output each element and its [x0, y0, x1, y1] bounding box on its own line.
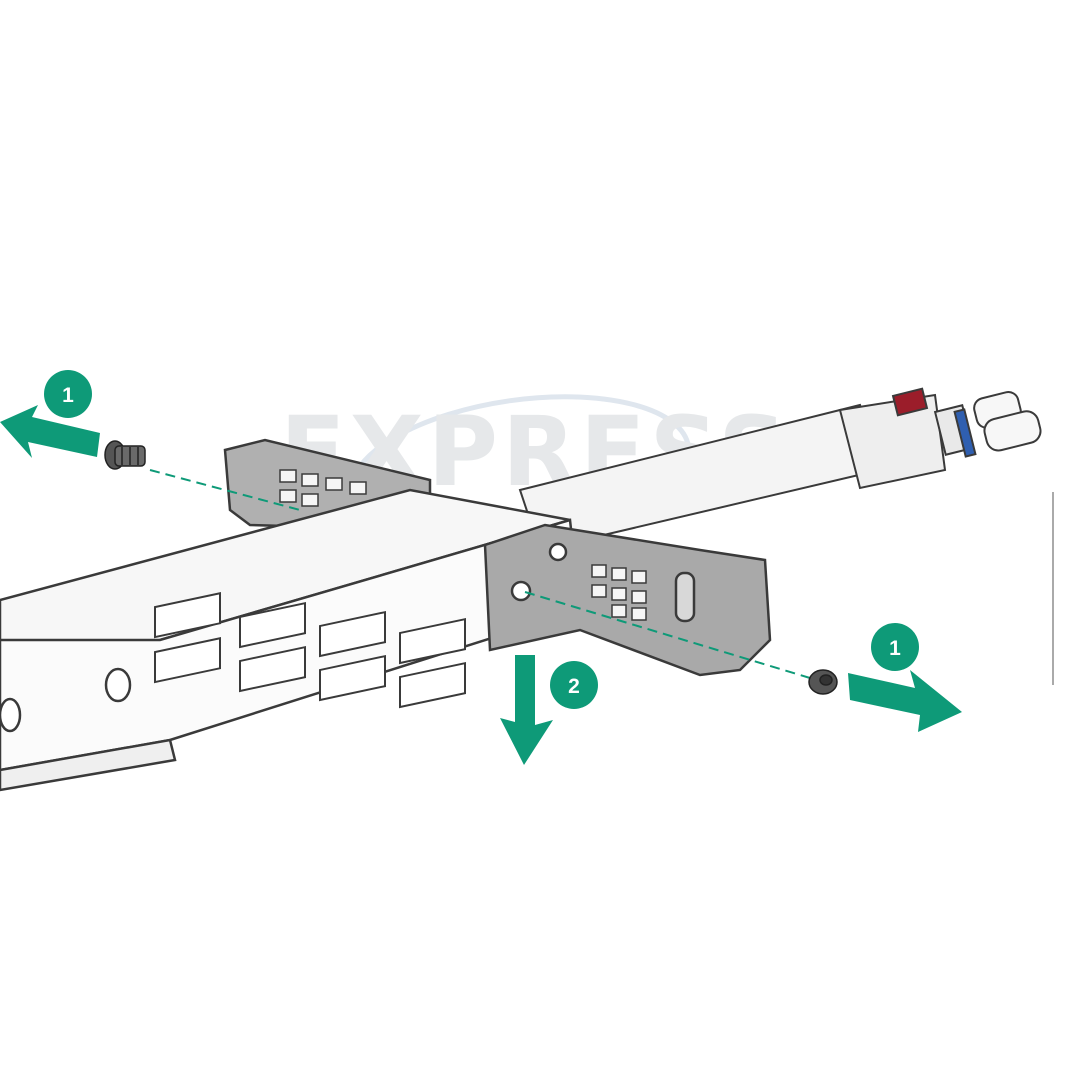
step-badge-down: 2 [550, 661, 598, 709]
front-bracket [483, 523, 772, 677]
arrow-left-icon [0, 405, 100, 458]
screw-paths [149, 469, 811, 679]
arrow-down-icon [500, 655, 553, 765]
step-badge-right: 1 [871, 623, 919, 671]
screw-icon [808, 669, 838, 695]
screw-icon [104, 440, 146, 470]
arrow-right-icon [848, 670, 962, 732]
step-number: 2 [568, 675, 580, 698]
step-badge-left: 1 [44, 370, 92, 418]
cable-assembly [518, 387, 1042, 552]
step-number: 1 [62, 384, 74, 407]
step-number: 1 [889, 637, 901, 660]
